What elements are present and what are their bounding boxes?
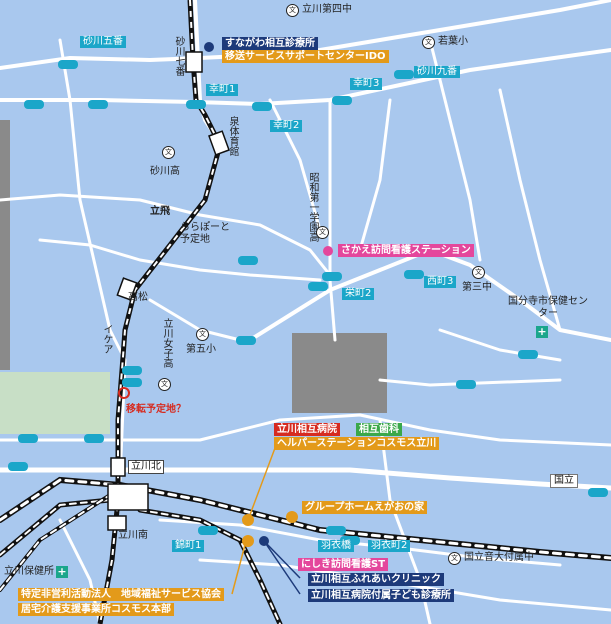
- facility-npo-line1: 特定非営利活動法人 地域福祉サービス協会: [18, 588, 224, 601]
- facility-sakae-nursing: さかえ訪問看護ステーション: [338, 244, 474, 257]
- school-icon: 文: [158, 378, 171, 391]
- place-kokuritsu-fuzoku: 国立音大付属中: [464, 552, 534, 563]
- building-center: [292, 333, 387, 413]
- facility-ido: 移送サービスサポートセンターIDO: [222, 50, 389, 63]
- hospital-icon: +: [56, 565, 68, 578]
- bus-stop-nishimachi3: 西町3: [424, 276, 457, 288]
- place-tachikawa-hoken: 立川保健所: [4, 566, 54, 577]
- facility-npo-line2: 居宅介護支援事業所コスモス本部: [18, 603, 174, 616]
- station-ikea: イケア: [101, 324, 112, 354]
- facility-sunagawa-clinic: すながわ相互診療所: [222, 37, 318, 50]
- school-icon: 文: [196, 328, 209, 341]
- facility-sogo-dental: 相互歯科: [356, 423, 402, 436]
- place-daisan-chu: 第三中: [462, 282, 492, 293]
- station-sunagawa-nanaban: 砂川七番: [173, 36, 184, 76]
- facility-kodomo-clinic: 立川相互病院付属子ども診療所: [308, 589, 454, 602]
- bus-stop-sakaecho2: 栄町2: [342, 288, 375, 300]
- hospital-icon: +: [536, 325, 548, 338]
- fureai-clinic-dot: [259, 536, 269, 546]
- station-tachihi: 立飛: [150, 206, 170, 217]
- school-icon: 文: [162, 146, 175, 159]
- facility-sogo-hospital: 立川相互病院: [274, 423, 340, 436]
- place-lalaport: ららぽーと予定地: [180, 222, 230, 245]
- place-tachikawa-daiyon-chu: 立川第四中: [302, 4, 352, 15]
- bus-stop-hagoromobashi: 羽衣橋: [318, 540, 354, 552]
- bus-stop-hagoromocho2: 羽衣町2: [368, 540, 411, 552]
- school-icon: 文: [422, 36, 435, 49]
- place-daigo-sho: 第五小: [186, 344, 216, 355]
- relocation-site-marker: [118, 387, 130, 399]
- facility-connectors: [231, 447, 301, 595]
- station-takamatsu: 高松: [128, 292, 148, 303]
- facility-group-home: グループホームえがおの家: [302, 501, 428, 514]
- place-kokubunji-hoken: 国分寺市保健センター: [508, 296, 588, 319]
- building-west: [0, 120, 10, 370]
- facility-nishiki-nursing: にしき訪問看護ST: [298, 558, 389, 571]
- school-icon: 文: [448, 552, 461, 565]
- jr-rail: [0, 476, 611, 624]
- station-izumi-taiikukan: 泉体育館: [227, 116, 238, 156]
- bus-stop-nishikicho1: 錦町1: [172, 540, 205, 552]
- group-home-dot: [286, 511, 298, 523]
- place-sunagawa-high: 砂川高: [150, 166, 180, 177]
- facility-helper-cosmos: ヘルパーステーションコスモス立川: [274, 437, 440, 450]
- bus-stop-sunagawa-kyuban: 砂川九番: [414, 66, 460, 78]
- school-icon: 文: [316, 226, 329, 239]
- school-icon: 文: [472, 266, 485, 279]
- npo-dot: [242, 535, 254, 547]
- place-relocation-site: 移転予定地？: [126, 404, 186, 415]
- facility-fureai-clinic: 立川相互ふれあいクリニック: [308, 573, 444, 586]
- station-tachikawa-minami: 立川南: [118, 530, 148, 541]
- bus-stop-saiwaicho1: 幸町1: [206, 84, 239, 96]
- bus-stop-saiwaicho2: 幸町2: [270, 120, 303, 132]
- sakae-nursing-dot: [323, 246, 333, 256]
- helper-cosmos-dot: [242, 514, 254, 526]
- school-icon: 文: [286, 4, 299, 17]
- sunagawa-clinic-dot: [204, 42, 214, 52]
- place-showa-daiichi: 昭和第一学園高: [307, 172, 318, 242]
- bus-stop-sunagawa-goban: 砂川五番: [80, 36, 126, 48]
- park-area: [0, 372, 110, 434]
- place-tachikawa-joshi-high: 立川女子高: [161, 318, 172, 368]
- road-kunitachi: 国立: [550, 474, 578, 488]
- bus-stop-saiwaicho3: 幸町3: [350, 78, 383, 90]
- station-markers: [107, 51, 230, 531]
- station-tachikawa-kita: 立川北: [128, 460, 164, 474]
- place-wakaba-sho: 若葉小: [438, 36, 468, 47]
